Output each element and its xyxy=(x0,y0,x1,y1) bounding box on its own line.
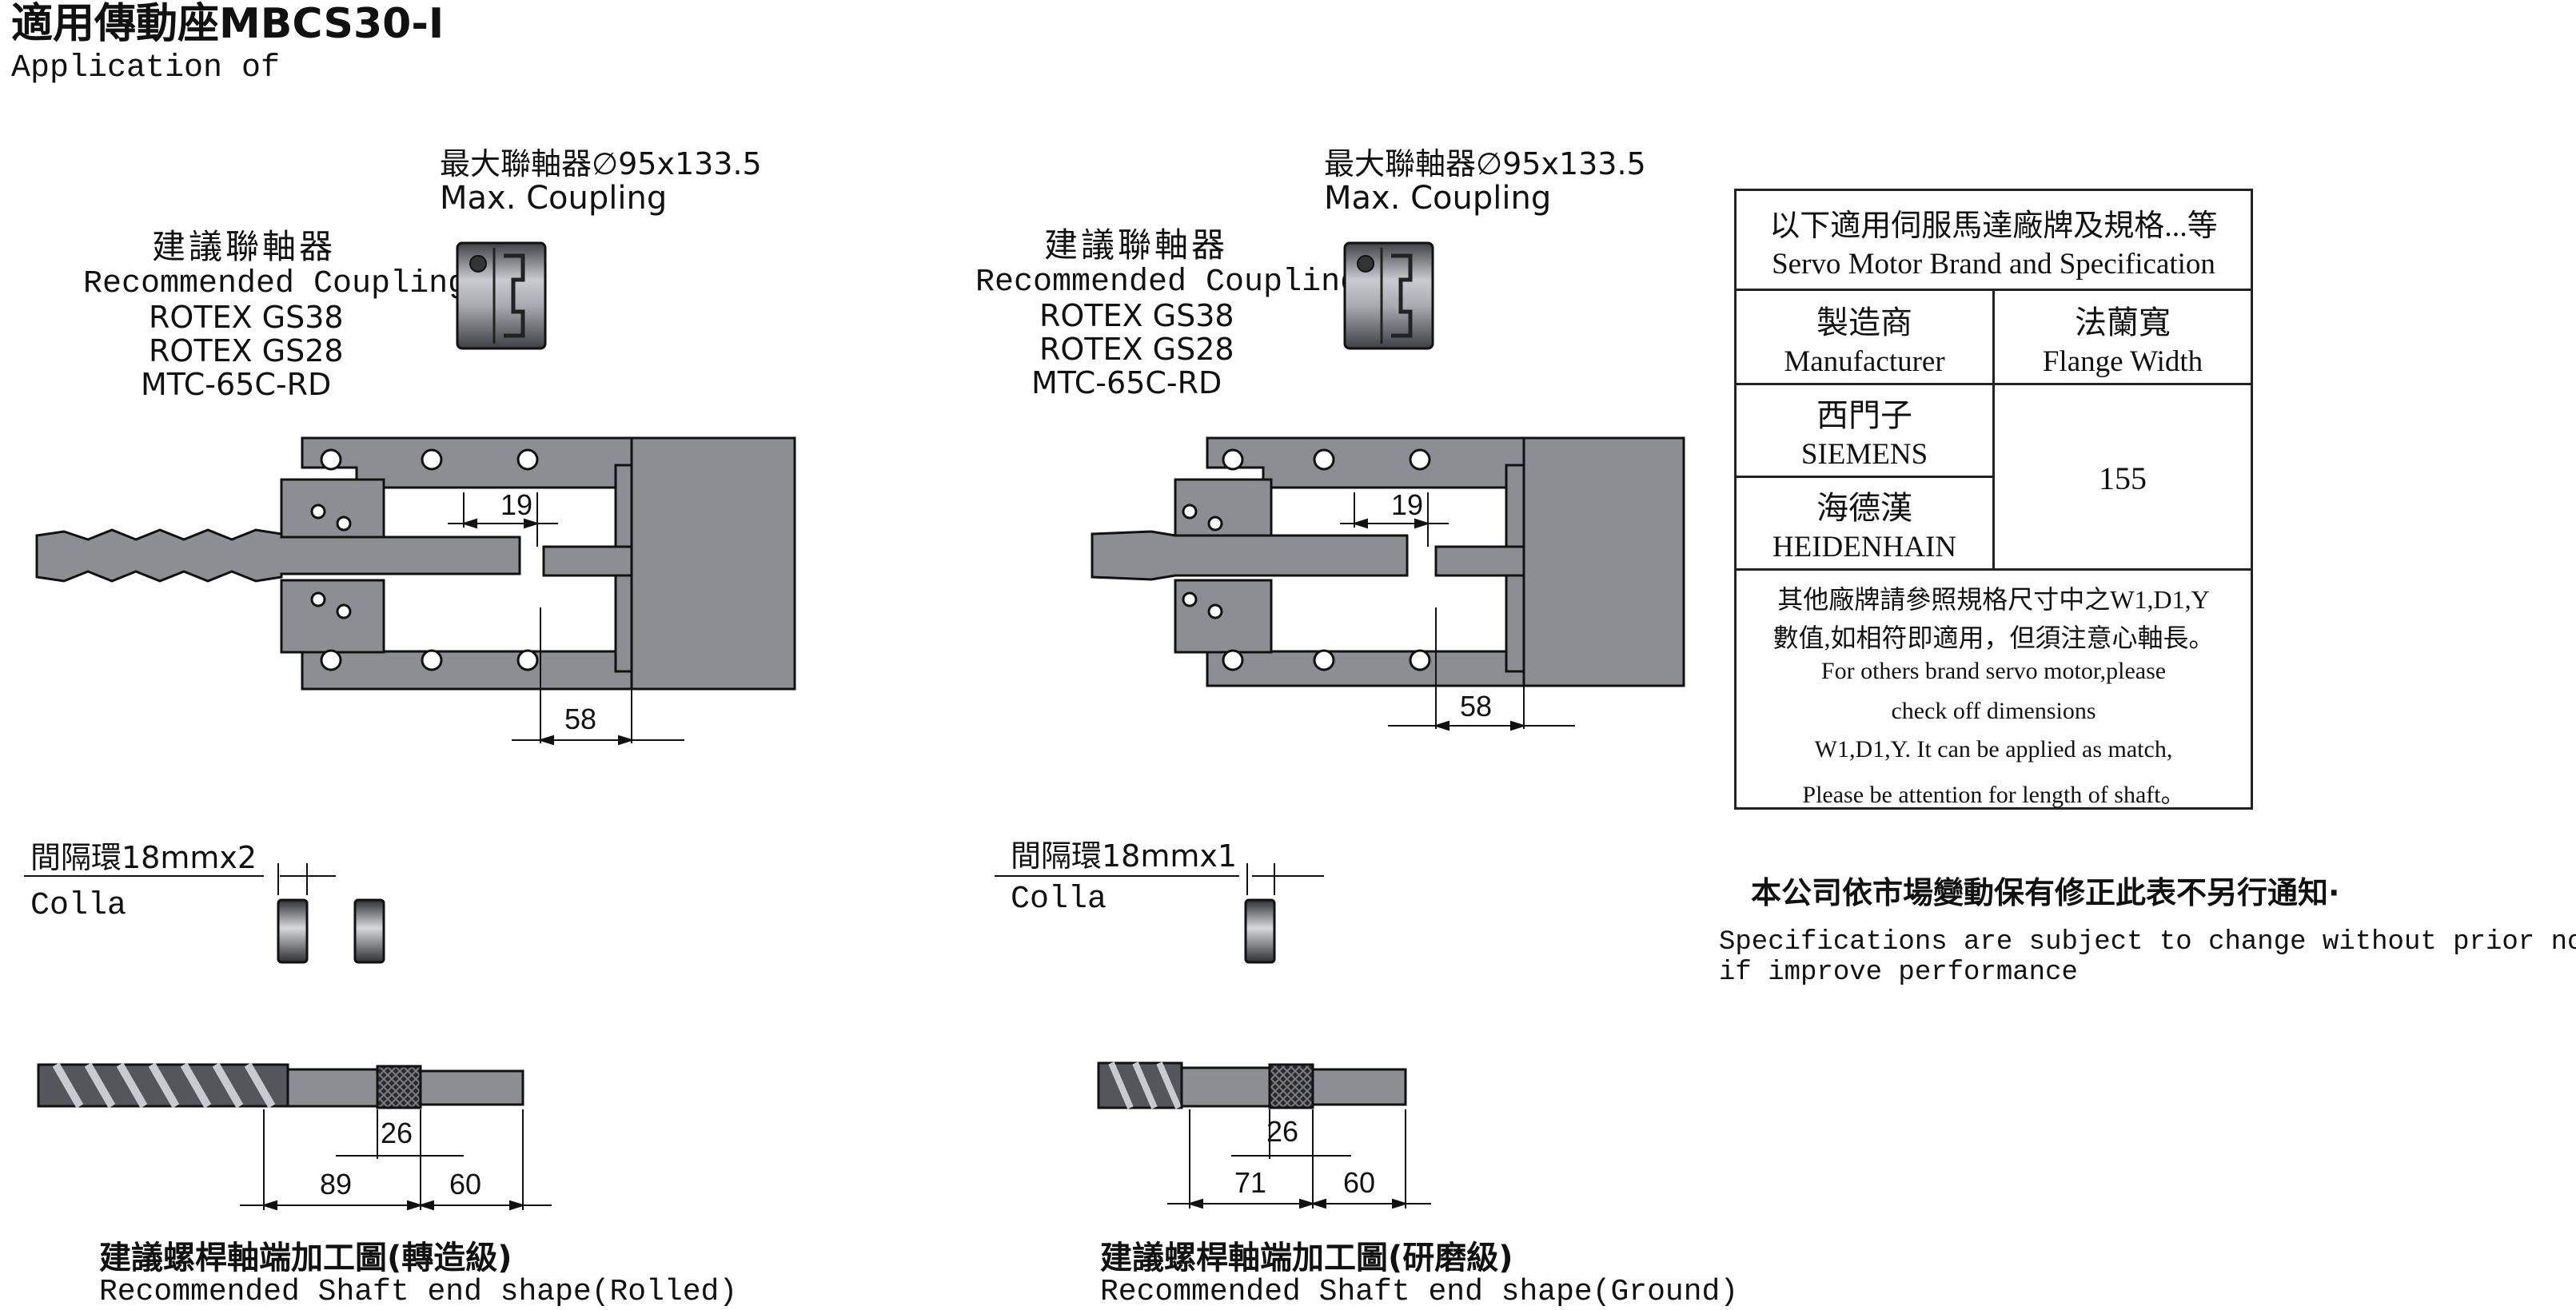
right-coupling-2: ROTEX GS28 xyxy=(1039,332,1234,367)
notice-zh: 本公司依市場變動保有修正此表不另行通知· xyxy=(1751,875,2340,910)
col-flange-en: Flange Width xyxy=(2042,345,2203,378)
right-coupling-3: MTC-65C-RD xyxy=(1031,365,1222,400)
right-coupling-1: ROTEX GS38 xyxy=(1039,298,1234,333)
left-collar-2 xyxy=(353,898,385,964)
right-shaft-dim-26: 26 xyxy=(1266,1115,1299,1148)
left-recommended-en: Recommended Coupling xyxy=(83,266,468,302)
right-screw-shaft xyxy=(1091,530,1409,581)
page-subtitle: Application of xyxy=(11,50,281,86)
notice-en-2: if improve performance xyxy=(1719,958,2078,988)
table-title-en: Servo Motor Brand and Specification xyxy=(1772,248,2215,281)
right-shaft-dim-60: 60 xyxy=(1343,1166,1376,1199)
right-motor-shaft xyxy=(1434,545,1525,577)
right-shaft-caption-zh: 建議螺桿軸端加工圖(研磨級) xyxy=(1100,1240,1513,1276)
left-screw-shaft xyxy=(35,528,521,583)
note-en-3: W1,D1,Y. It can be applied as match, xyxy=(1814,736,2173,763)
right-collar-1 xyxy=(1244,898,1276,964)
left-collar-label-zh: 間隔環18mmx2 xyxy=(30,840,257,875)
left-dimension-58: 58 xyxy=(564,703,597,735)
left-shaft-caption-en: Recommended Shaft end shape(Rolled) xyxy=(99,1275,738,1309)
left-collars xyxy=(24,863,385,964)
manufacturer-heidenhain-en: HEIDENHAIN xyxy=(1772,531,1957,563)
manufacturer-heidenhain-zh: 海德漢 xyxy=(1816,490,1912,526)
left-coupling-3: MTC-65C-RD xyxy=(141,367,332,402)
table-rule xyxy=(1992,289,1995,568)
page-title: 適用傳動座MBCS30-I xyxy=(11,0,445,48)
right-collar-label-zh: 間隔環18mmx1 xyxy=(1011,838,1238,874)
left-collar-label-en: Colla xyxy=(30,888,127,924)
left-shaft-drawing xyxy=(37,1062,552,1211)
left-dimension-lines xyxy=(448,492,684,746)
right-dimension-58: 58 xyxy=(1460,690,1493,723)
left-motor-block xyxy=(630,436,796,691)
right-motor-block xyxy=(1522,436,1685,687)
right-max-coupling-en: Max. Coupling xyxy=(1324,180,1552,217)
left-assembly xyxy=(35,436,796,691)
notice-en-1: Specifications are subject to change wit… xyxy=(1719,927,2576,958)
right-coupling-icon xyxy=(1343,241,1434,350)
left-bearing-bottom xyxy=(280,579,385,654)
right-collars xyxy=(995,863,1324,964)
left-motor-shaft xyxy=(542,545,633,577)
right-bearing-bottom xyxy=(1174,579,1273,654)
flange-width-value: 155 xyxy=(2099,460,2147,496)
right-shaft-dim-71: 71 xyxy=(1234,1166,1267,1199)
right-recommended-en: Recommended Coupling xyxy=(975,265,1360,301)
note-zh-1: 其他廠牌請參照規格尺寸中之W1,D1,Y xyxy=(1777,585,2210,614)
left-shaft-dim-26: 26 xyxy=(381,1117,413,1149)
col-manufacturer-zh: 製造商 xyxy=(1816,305,1912,340)
spec-table: 以下適用伺服馬達廠牌及規格...等 Servo Motor Brand and … xyxy=(1734,189,2253,810)
right-assembly-holes xyxy=(1182,448,1431,671)
right-dimension-19: 19 xyxy=(1391,488,1424,521)
left-shaft-dim-60: 60 xyxy=(449,1168,482,1201)
left-shaft-dim-89: 89 xyxy=(320,1168,353,1201)
left-assembly-holes xyxy=(310,448,539,671)
left-max-coupling-zh: 最大聯軸器∅95x133.5 xyxy=(440,146,762,181)
left-collar-1 xyxy=(277,898,309,964)
right-max-coupling-zh: 最大聯軸器∅95x133.5 xyxy=(1324,146,1646,181)
note-zh-2: 數值,如相符即適用，但須注意心軸長。 xyxy=(1772,623,2215,652)
left-max-coupling-en: Max. Coupling xyxy=(440,180,668,217)
right-dimension-lines xyxy=(1340,492,1575,731)
right-shaft-drawing xyxy=(1097,1061,1431,1209)
note-en-2: check off dimensions xyxy=(1891,698,2096,724)
left-dimension-19: 19 xyxy=(500,488,533,521)
right-collar-label-en: Colla xyxy=(1011,882,1107,918)
manufacturer-siemens-en: SIEMENS xyxy=(1800,438,1928,471)
left-coupling-2: ROTEX GS28 xyxy=(149,333,344,368)
right-recommended-zh: 建議聯軸器 xyxy=(1044,225,1229,265)
right-assembly xyxy=(1091,436,1685,687)
left-coupling-icon xyxy=(456,241,547,350)
note-en-4: Please be attention for length of shaft。 xyxy=(1802,782,2185,808)
table-rule xyxy=(1737,568,2251,571)
table-title-zh: 以下適用伺服馬達廠牌及規格...等 xyxy=(1769,209,2218,243)
left-shaft-caption-zh: 建議螺桿軸端加工圖(轉造級) xyxy=(99,1240,512,1276)
table-rule xyxy=(1737,476,1992,478)
left-coupling-1: ROTEX GS38 xyxy=(149,300,344,335)
manufacturer-siemens-zh: 西門子 xyxy=(1816,397,1912,433)
left-recommended-zh: 建議聯軸器 xyxy=(152,227,337,266)
col-flange-zh: 法蘭寬 xyxy=(2075,305,2171,340)
right-shaft-caption-en: Recommended Shaft end shape(Ground) xyxy=(1100,1275,1739,1309)
note-en-1: For others brand servo motor,please xyxy=(1820,658,2167,684)
col-manufacturer-en: Manufacturer xyxy=(1784,345,1945,378)
